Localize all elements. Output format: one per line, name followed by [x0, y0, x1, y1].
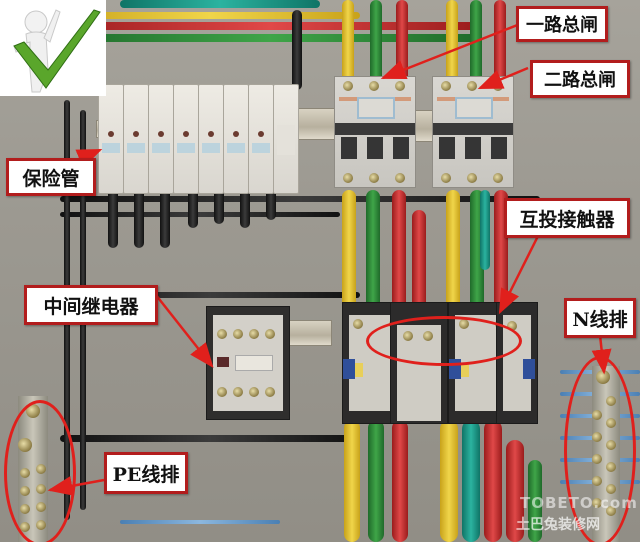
- intermediate-relay: [206, 306, 290, 420]
- green-wire: [60, 34, 480, 42]
- yellow-wire: [440, 420, 458, 542]
- watermark-text: TOBETO.com: [520, 494, 638, 512]
- red-wire: [392, 420, 408, 542]
- main-breaker-1: [334, 76, 416, 188]
- label-main-switch-1: 一路总闸: [516, 6, 608, 42]
- fuse-holder: [273, 84, 299, 194]
- label-n-busbar: N线排: [564, 298, 636, 338]
- black-wire: [214, 188, 224, 224]
- watermark-text-cn: 土巴兔装修网: [516, 517, 600, 533]
- din-rail: [296, 108, 338, 140]
- black-wire: [108, 188, 118, 248]
- yellow-wire: [446, 190, 460, 310]
- blue-wire: [120, 520, 280, 524]
- black-wire: [188, 188, 198, 228]
- label-interlock-contactor: 互投接触器: [504, 198, 630, 238]
- pe-busbar-highlight-ring: [4, 400, 76, 542]
- red-wire: [60, 22, 480, 30]
- arrow-n-busbar: [591, 334, 612, 375]
- green-wire: [370, 0, 382, 85]
- black-wire: [134, 188, 144, 248]
- red-wire: [392, 190, 406, 310]
- teal-wire: [462, 420, 480, 542]
- yellow-wire: [342, 190, 356, 310]
- green-wire: [368, 420, 384, 542]
- black-wire: [266, 188, 276, 220]
- green-wire: [528, 460, 542, 542]
- arrow-main-switch-1: [380, 22, 521, 80]
- yellow-wire: [342, 0, 354, 85]
- yellow-wire: [446, 0, 458, 85]
- black-wire: [240, 188, 250, 228]
- checkmark-person-icon: [13, 9, 101, 93]
- red-wire: [506, 440, 524, 542]
- black-wire: [60, 292, 360, 298]
- arrow-pe-busbar: [47, 476, 105, 496]
- black-wire: [60, 196, 540, 202]
- black-wire: [292, 10, 302, 90]
- yellow-wire: [60, 12, 360, 19]
- arrow-contactor: [498, 231, 542, 315]
- green-wire: [366, 190, 380, 310]
- label-intermediate-relay: 中间继电器: [24, 285, 158, 325]
- logo: [0, 0, 106, 96]
- yellow-wire: [344, 420, 360, 542]
- arrow-main-switch-2: [477, 66, 529, 90]
- teal-wire: [480, 190, 490, 270]
- label-main-switch-2: 二路总闸: [530, 60, 630, 98]
- arrow-relay: [151, 289, 214, 368]
- black-wire: [60, 212, 340, 217]
- main-breaker-2: [432, 76, 514, 188]
- red-wire: [412, 210, 426, 310]
- red-wire: [484, 420, 502, 542]
- fuse-holder: [198, 84, 224, 194]
- black-wire: [60, 435, 360, 442]
- black-wire: [160, 188, 170, 248]
- red-wire: [494, 0, 506, 85]
- contactor-highlight-ring: [366, 316, 522, 366]
- teal-wire: [120, 0, 320, 8]
- label-pe-busbar: PE线排: [104, 452, 188, 494]
- fuse-holder: [248, 84, 274, 194]
- label-fuse: 保险管: [6, 158, 96, 196]
